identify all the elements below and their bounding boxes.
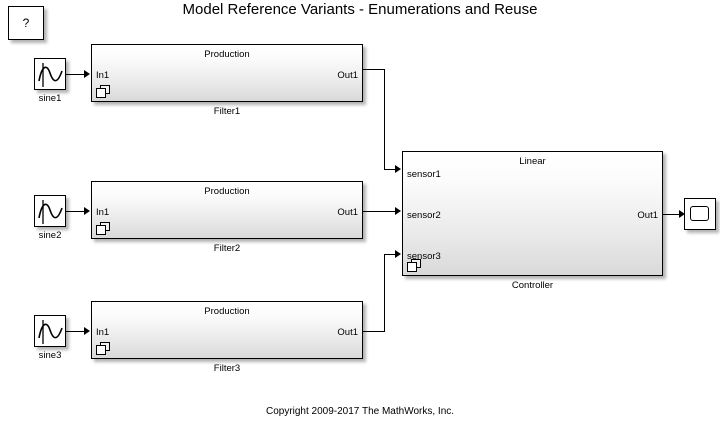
- arrow-controller-sensor1: [395, 164, 401, 173]
- arrow-scope-in: [679, 209, 685, 218]
- wire-filter3-seg-h1: [363, 330, 385, 332]
- wire-filter2-to-sensor2: [363, 210, 398, 212]
- filter-block-1-out-port-label: Out1: [337, 70, 358, 81]
- controller-in-port-sensor1: sensor1: [407, 169, 441, 180]
- sine-block-3-name: sine3: [38, 350, 62, 361]
- help-block-label: ?: [22, 16, 30, 30]
- wire-filter3-seg-h2: [384, 253, 398, 255]
- filter-block-2-name: Filter2: [213, 243, 241, 254]
- sine-wave-icon: [38, 200, 63, 224]
- filter-block-3[interactable]: Production In1 Out1: [91, 301, 363, 359]
- model-reference-icon: [96, 85, 110, 98]
- arrow-controller-sensor3: [395, 249, 401, 258]
- filter-block-3-in-port-label: In1: [96, 327, 110, 338]
- wire-filter3-seg-v: [384, 253, 386, 332]
- controller-variant-label: Linear: [519, 156, 546, 167]
- arrow-filter2-in1: [84, 206, 90, 215]
- wire-sine1-to-filter1: [66, 73, 86, 75]
- controller-out-port-label: Out1: [637, 210, 658, 221]
- model-title: Model Reference Variants - Enumerations …: [182, 1, 538, 18]
- help-block[interactable]: ?: [8, 6, 44, 40]
- sine-block-1[interactable]: [34, 58, 66, 90]
- sine-block-2[interactable]: [34, 195, 66, 227]
- controller-block-name: Controller: [511, 280, 554, 291]
- model-reference-icon: [407, 259, 421, 272]
- sine-block-2-name: sine2: [38, 230, 62, 241]
- controller-in-port-sensor3: sensor3: [407, 251, 441, 262]
- filter-block-2-in-port-label: In1: [96, 207, 110, 218]
- copyright-notice: Copyright 2009-2017 The MathWorks, Inc.: [265, 406, 455, 417]
- filter-block-1-name: Filter1: [213, 106, 241, 117]
- arrow-controller-sensor2: [395, 206, 401, 215]
- wire-filter1-seg-v: [384, 68, 386, 170]
- filter-block-3-name: Filter3: [213, 363, 241, 374]
- arrow-filter1-in1: [84, 69, 90, 78]
- controller-in-port-sensor2: sensor2: [407, 210, 441, 221]
- filter-block-1-in-port-label: In1: [96, 70, 110, 81]
- filter-block-2[interactable]: Production In1 Out1: [91, 181, 363, 239]
- wire-sine2-to-filter2: [66, 210, 86, 212]
- sine-wave-icon: [38, 320, 63, 344]
- sine-block-3[interactable]: [34, 315, 66, 347]
- filter-block-3-variant: Production: [204, 306, 250, 317]
- model-reference-icon: [96, 342, 110, 355]
- arrow-filter3-in1: [84, 326, 90, 335]
- sine-block-1-name: sine1: [38, 93, 62, 104]
- wire-filter1-seg-h1: [363, 68, 385, 70]
- sine-wave-icon: [38, 63, 63, 87]
- filter-block-2-out-port-label: Out1: [337, 207, 358, 218]
- wire-filter1-seg-h2: [384, 168, 398, 170]
- wire-sine3-to-filter3: [66, 330, 86, 332]
- model-reference-icon: [96, 222, 110, 235]
- filter-block-2-variant: Production: [204, 186, 250, 197]
- filter-block-3-out-port-label: Out1: [337, 327, 358, 338]
- scope-block[interactable]: [684, 198, 716, 230]
- filter-block-1[interactable]: Production In1 Out1: [91, 44, 363, 102]
- controller-block[interactable]: Linear sensor1 sensor2 sensor3 Out1: [402, 151, 663, 276]
- scope-icon: [690, 206, 709, 221]
- filter-block-1-variant: Production: [204, 49, 250, 60]
- wire-controller-to-scope: [663, 213, 683, 215]
